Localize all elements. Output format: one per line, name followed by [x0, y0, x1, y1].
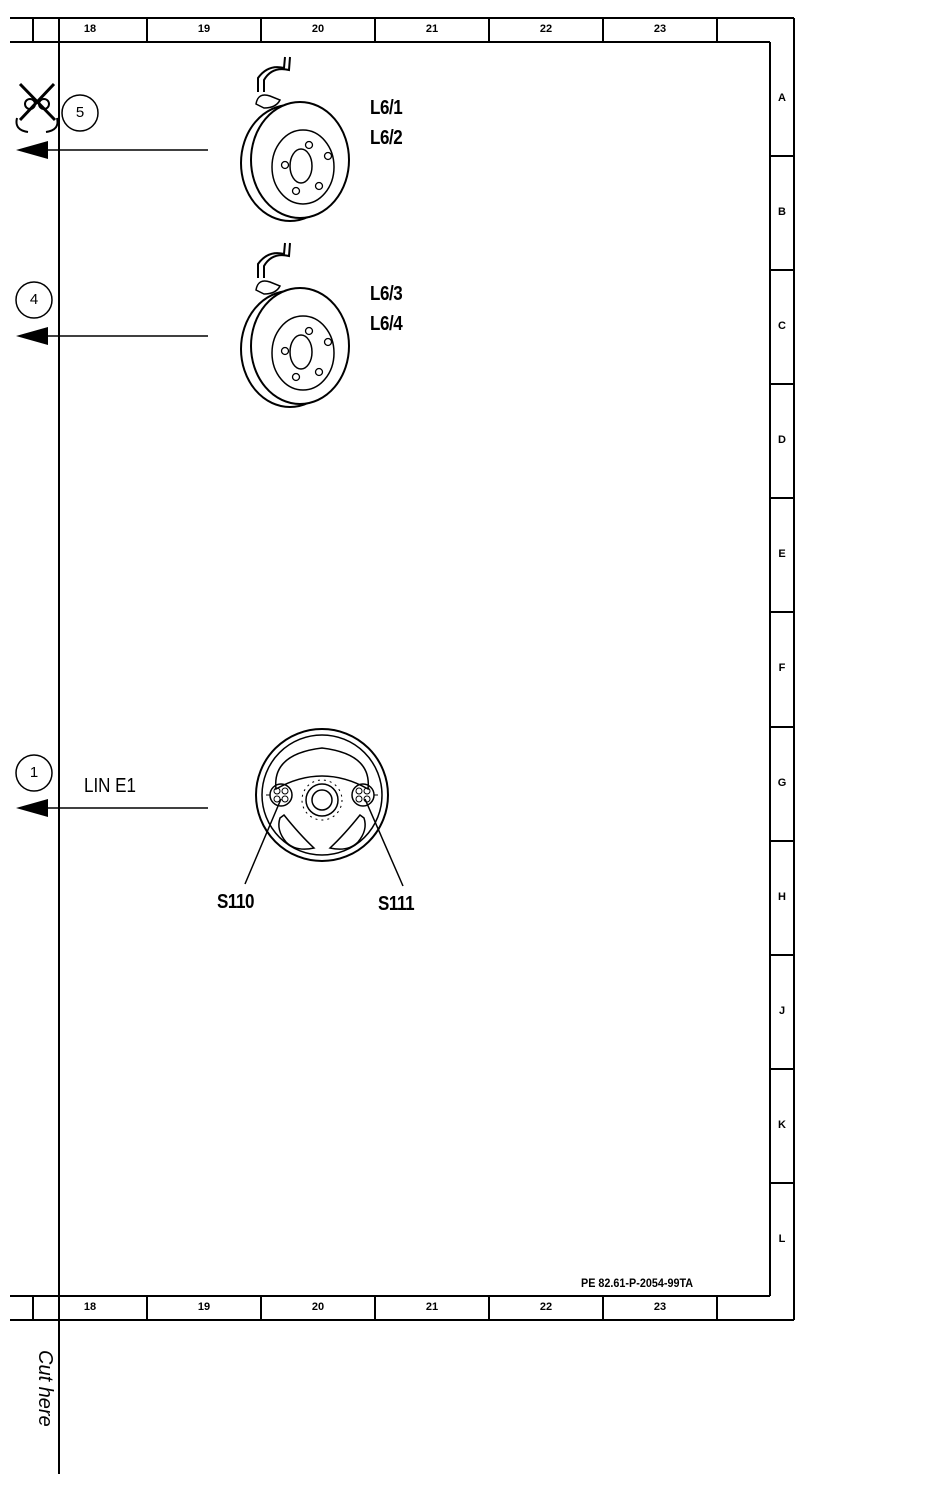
switch-label-s110: S110 [217, 891, 255, 913]
component-label-l6-3: L6/3 [370, 283, 403, 305]
grid-column-label: 22 [539, 1301, 553, 1313]
grid-row-label: K [778, 1119, 786, 1131]
grid-row-label: D [778, 434, 786, 446]
grid-column-label: 23 [653, 23, 667, 35]
grid-row-label: C [778, 320, 786, 332]
grid-column-label: 23 [653, 1301, 667, 1313]
connector-circle-1 [15, 754, 53, 792]
arrow-left-icon [16, 327, 208, 345]
grid-column-label: 22 [539, 23, 553, 35]
brake-disc-icon [240, 56, 350, 222]
grid-column-label: 18 [83, 23, 97, 35]
connector-number-4: 4 [29, 291, 39, 308]
grid-row-label: A [778, 92, 786, 104]
switch-label-s111: S111 [378, 893, 415, 915]
cut-here-label: Cut here [34, 1350, 56, 1427]
grid-column-label: 20 [311, 23, 325, 35]
grid-row-label: B [778, 206, 786, 218]
connector-circle-4 [15, 281, 53, 319]
grid-row-label: E [778, 548, 786, 560]
brake-disc-icon [240, 242, 350, 408]
grid-row-label: H [778, 891, 786, 903]
grid-row-label: F [778, 662, 786, 674]
drawing-reference-code: PE 82.61-P-2054-99TA [581, 1276, 694, 1290]
leader-line-s111 [364, 798, 404, 887]
grid-column-label: 18 [83, 1301, 97, 1313]
grid-row-label: L [778, 1233, 786, 1245]
arrow-left-icon [16, 799, 208, 817]
component-label-l6-4: L6/4 [370, 313, 403, 335]
steering-wheel-icon [255, 728, 389, 862]
grid-column-label: 20 [311, 1301, 325, 1313]
grid-column-label: 21 [425, 23, 439, 35]
connector-circle-5 [61, 94, 99, 132]
grid-column-label: 19 [197, 23, 211, 35]
scissors-icon [15, 82, 59, 133]
grid-row-label: G [777, 777, 787, 789]
component-label-l6-2: L6/2 [370, 127, 403, 149]
component-label-l6-1: L6/1 [370, 97, 403, 119]
grid-column-label: 21 [425, 1301, 439, 1313]
connector-number-5: 5 [75, 104, 85, 121]
lin-line-label: LIN E1 [84, 775, 136, 797]
leader-line-s110 [244, 798, 282, 885]
grid-column-label: 19 [197, 1301, 211, 1313]
grid-row-label: J [778, 1005, 786, 1017]
arrow-left-icon [16, 141, 208, 159]
connector-number-1: 1 [29, 764, 39, 781]
